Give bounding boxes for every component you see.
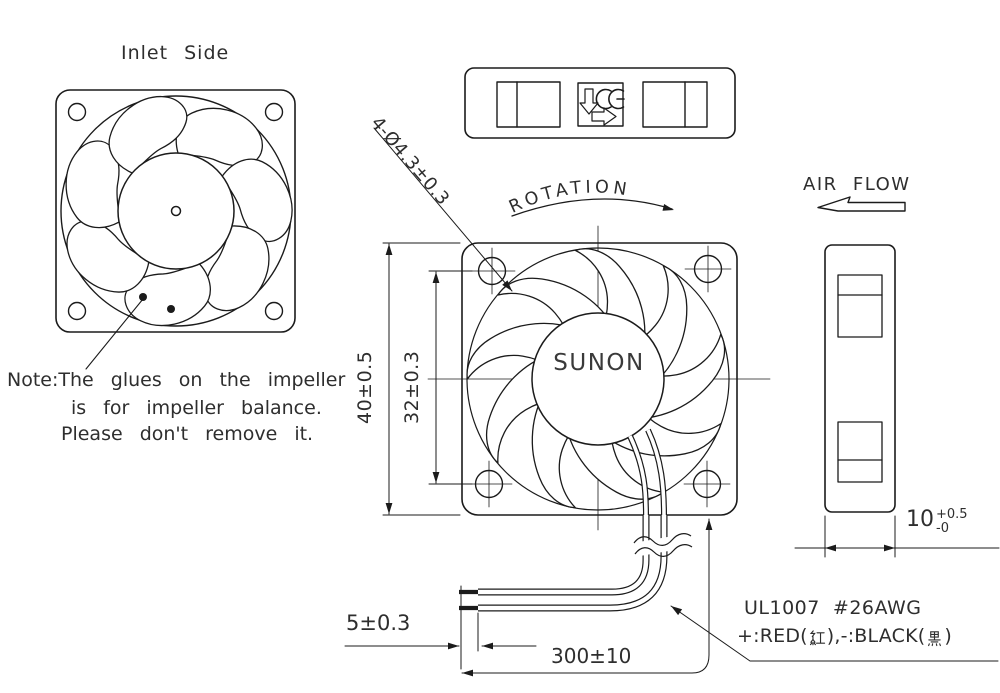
left-fan-blades [65,95,293,327]
side-view [824,244,896,513]
right-arrow-outline-icon [591,107,617,126]
strip-length-dimension: 5±0.3 [346,611,411,635]
rotation-label: ROTATION [506,177,632,217]
wire-spec-line-1: UL1007 #26AWG [744,597,922,619]
wire-break-symbol [633,533,692,546]
top-label-view [464,67,736,139]
ce-mark-icon [608,88,625,110]
down-arrow-outline-icon [579,88,599,115]
front-fan-view [427,225,771,531]
wire-polarity-suffix: ) [944,625,952,647]
hanzi-black-icon [928,630,942,646]
glue-dot [167,305,175,313]
hole-dim-leader [373,127,513,292]
brand-label: SUNON [553,350,645,376]
mounting-holes [465,245,732,508]
front-fan-hub [531,312,665,446]
frame-size-dimension: 40±0.5 [354,350,376,424]
ce-mark-icon [595,88,612,110]
thickness-value: 10 [906,507,934,532]
airflow-label: AIR FLOW [803,174,911,195]
left-view-title: Inlet Side [121,42,230,64]
hole-pitch-dimension: 32±0.3 [401,350,423,424]
wire-polarity-prefix: +:RED( [737,625,808,647]
wire-spec-leader [670,605,999,662]
curved-arrow-icon [511,198,674,217]
wire-polarity-mid: ),-:BLACK( [826,625,926,647]
wire-spec-line-2: +:RED( ),-:BLACK( ) [737,627,952,646]
note-line-2: is for impeller balance. [71,397,322,419]
left-fan-view [55,89,296,370]
thickness-tolerance-plus: +0.5 [936,507,968,522]
note-line-3: Please don't remove it. [61,423,314,445]
ce-label-box [577,82,624,127]
left-fan-center-hole [170,205,182,217]
hanzi-red-icon [809,629,825,645]
lead-wires [459,428,703,612]
thickness-tolerance-minus: -0 [936,521,949,537]
thickness-dimension: 10 +0.5 -0 [906,507,968,537]
glue-dot [139,293,147,301]
left-fan-hub [117,152,235,270]
dimension-lines [344,127,1000,677]
wire-break-symbol [634,544,693,557]
lead-length-dimension: 300±10 [551,644,632,668]
note-leader-line [85,298,144,370]
note-line-1: Note:The glues on the impeller [7,369,346,391]
left-arrow-outline-icon [817,196,906,212]
bare-wire-tips [459,589,478,611]
